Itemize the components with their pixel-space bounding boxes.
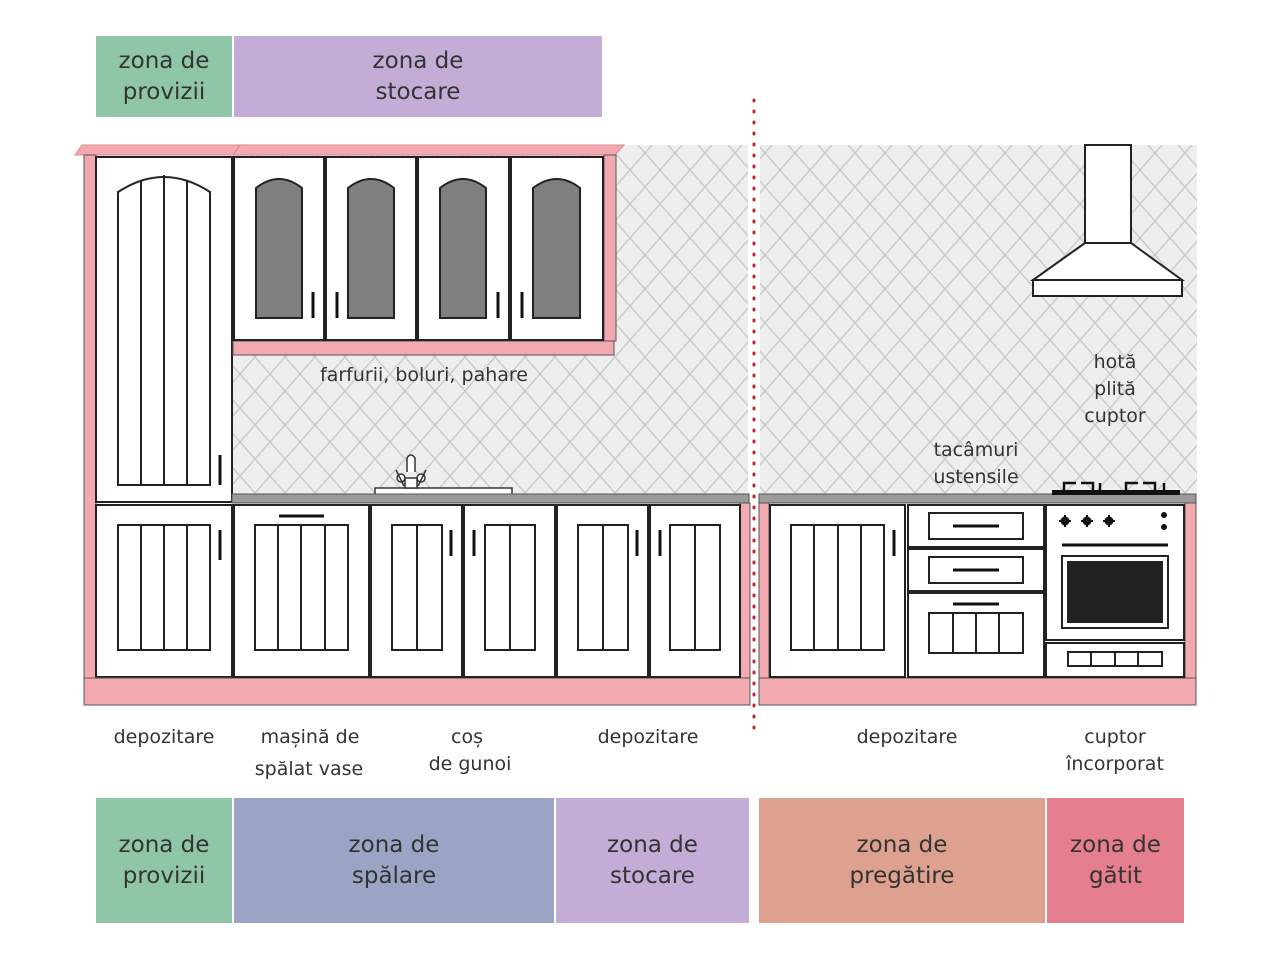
bottom-zone-stocare-line1: zona de	[607, 831, 698, 858]
bottom-zone-pregatire-line1: zona de	[856, 831, 948, 858]
oven	[1045, 504, 1185, 678]
prep-storage-cabinet	[769, 504, 906, 678]
base-frame-right	[758, 677, 1197, 706]
bottom-zone-gatit-line1: zona de	[1070, 831, 1161, 858]
upper-cabinet-door-3	[417, 156, 510, 341]
upper-cabinet-door-2	[325, 156, 417, 341]
cooktop	[1052, 481, 1180, 495]
bottom-zone-provizii-line1: zona de	[118, 831, 210, 858]
top-zone-stocare-line1: zona de	[372, 47, 464, 74]
countertop-right	[758, 493, 1197, 504]
bottom-zone-pregatire-line2: pregătire	[849, 862, 955, 889]
label-hota: hotă	[1093, 351, 1137, 373]
trash-cabinet	[370, 504, 556, 678]
label-tacamuri: tacâmuri	[933, 439, 1019, 461]
bottom-zone-stocare: zona de stocare	[556, 798, 749, 923]
label-cuptor-inc-line2: încorporat	[1066, 753, 1164, 775]
top-zone-stocare-line2: stocare	[375, 78, 461, 105]
base-frame-left	[83, 677, 751, 706]
label-masina-line1: mașină de	[260, 726, 360, 748]
label-depozitare-pantry: depozitare	[113, 726, 215, 748]
top-zone-provizii-line1: zona de	[118, 47, 210, 74]
countertop-left	[231, 493, 750, 504]
dishwasher	[233, 504, 370, 678]
drawer-unit	[907, 504, 1045, 678]
label-farfurii: farfurii, boluri, pahare	[320, 364, 528, 386]
bottom-zone-pregatire: zona de pregătire	[759, 798, 1045, 923]
bottom-zone-stocare-line2: stocare	[610, 862, 695, 889]
bottom-zone-provizii: zona de provizii	[96, 798, 232, 923]
top-zone-provizii-line2: provizii	[122, 78, 206, 105]
pantry-cabinet	[74, 144, 241, 679]
top-zone-stocare: zona de stocare	[234, 36, 602, 117]
upper-cabinet-door-4	[510, 156, 604, 341]
bottom-zone-gatit: zona de gătit	[1047, 798, 1184, 923]
label-cos-line2: de gunoi	[428, 753, 512, 775]
bottom-zone-spalare-line1: zona de	[348, 831, 440, 858]
label-cos-line1: coș	[451, 726, 483, 748]
upper-cabinets	[232, 144, 626, 356]
upper-cabinet-door-1	[233, 156, 325, 341]
label-depozitare-storage: depozitare	[597, 726, 699, 748]
sink	[374, 454, 513, 494]
label-masina-line2: spălat vase	[254, 758, 364, 780]
bottom-zone-gatit-line2: gătit	[1088, 862, 1143, 889]
label-depozitare-prep: depozitare	[856, 726, 958, 748]
label-cuptor: cuptor	[1084, 405, 1146, 427]
top-zone-provizii: zona de provizii	[96, 36, 232, 117]
label-ustensile: ustensile	[933, 466, 1019, 488]
bottom-zone-provizii-line2: provizii	[122, 862, 206, 889]
label-cuptor-inc-line1: cuptor	[1084, 726, 1146, 748]
bottom-zone-spalare: zona de spălare	[234, 798, 554, 923]
bottom-zone-spalare-line2: spălare	[351, 862, 437, 889]
label-plita: plită	[1094, 378, 1136, 400]
range-hood	[1029, 144, 1186, 297]
storage-base-cabinet	[556, 504, 741, 678]
